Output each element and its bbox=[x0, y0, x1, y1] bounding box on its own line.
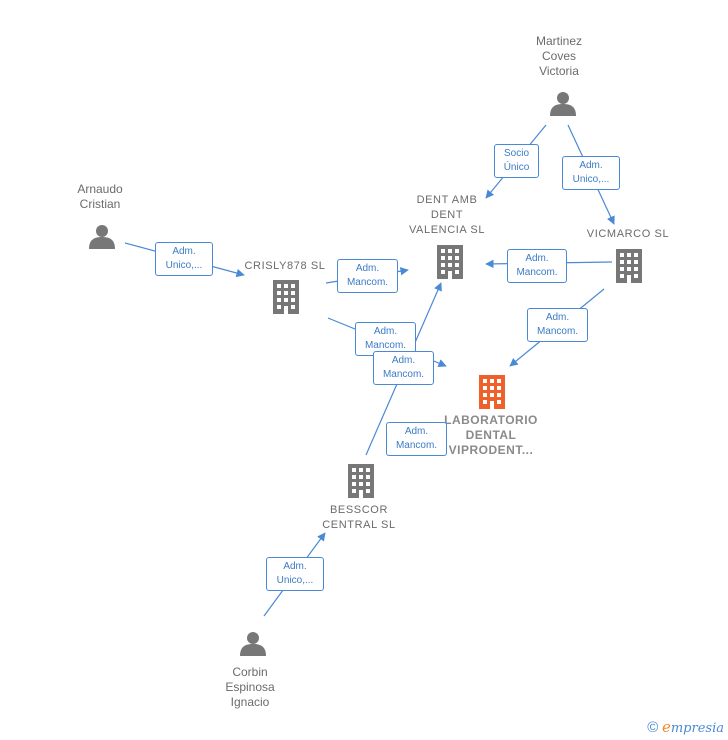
person-icon[interactable] bbox=[240, 632, 266, 656]
brand-watermark: © empresia bbox=[647, 718, 724, 736]
node-label-dent-amb[interactable]: DENT AMB DENT VALENCIA SL bbox=[408, 194, 486, 236]
edge-label-corbin-besscor[interactable]: Adm. Unico,... bbox=[266, 557, 324, 591]
edge-label-vicmarco-lab[interactable]: Adm. Mancom. bbox=[527, 308, 588, 342]
node-label-arnaudo[interactable]: Arnaudo Cristian bbox=[77, 182, 123, 211]
edge-label-besscor-dent[interactable]: Adm. Mancom. bbox=[373, 351, 434, 385]
edge-label-socio-unico[interactable]: Socio Único bbox=[494, 144, 539, 178]
edge-label-arnaudo-crisly[interactable]: Adm. Unico,... bbox=[155, 242, 213, 276]
building-icon[interactable] bbox=[437, 245, 463, 279]
edge-label-martinez-vicmarco[interactable]: Adm. Unico,... bbox=[562, 156, 620, 190]
node-label-vicmarco[interactable]: VICMARCO SL bbox=[586, 228, 670, 240]
building-icon[interactable] bbox=[273, 280, 299, 314]
person-icon[interactable] bbox=[89, 225, 115, 249]
node-label-crisly[interactable]: CRISLY878 SL bbox=[244, 260, 326, 272]
edge-label-besscor-lab[interactable]: Adm. Mancom. bbox=[386, 422, 447, 456]
node-label-besscor[interactable]: BESSCOR CENTRAL SL bbox=[322, 504, 396, 531]
node-label-corbin[interactable]: Corbin Espinosa Ignacio bbox=[225, 665, 275, 709]
copyright-icon: © bbox=[647, 719, 659, 736]
building-icon[interactable] bbox=[479, 375, 505, 409]
node-label-martinez[interactable]: Martinez Coves Victoria bbox=[535, 34, 582, 78]
edge-label-crisly-dent[interactable]: Adm. Mancom. bbox=[337, 259, 398, 293]
node-label-laboratorio[interactable]: LABORATORIO DENTAL VIPRODENT... bbox=[444, 413, 538, 457]
building-icon[interactable] bbox=[616, 249, 642, 283]
brand-logo-initial: e bbox=[661, 718, 671, 736]
edge-label-vicmarco-dent[interactable]: Adm. Mancom. bbox=[507, 249, 567, 283]
brand-logo-text: mpresia bbox=[670, 721, 724, 736]
building-icon[interactable] bbox=[348, 464, 374, 498]
person-icon[interactable] bbox=[550, 92, 576, 116]
